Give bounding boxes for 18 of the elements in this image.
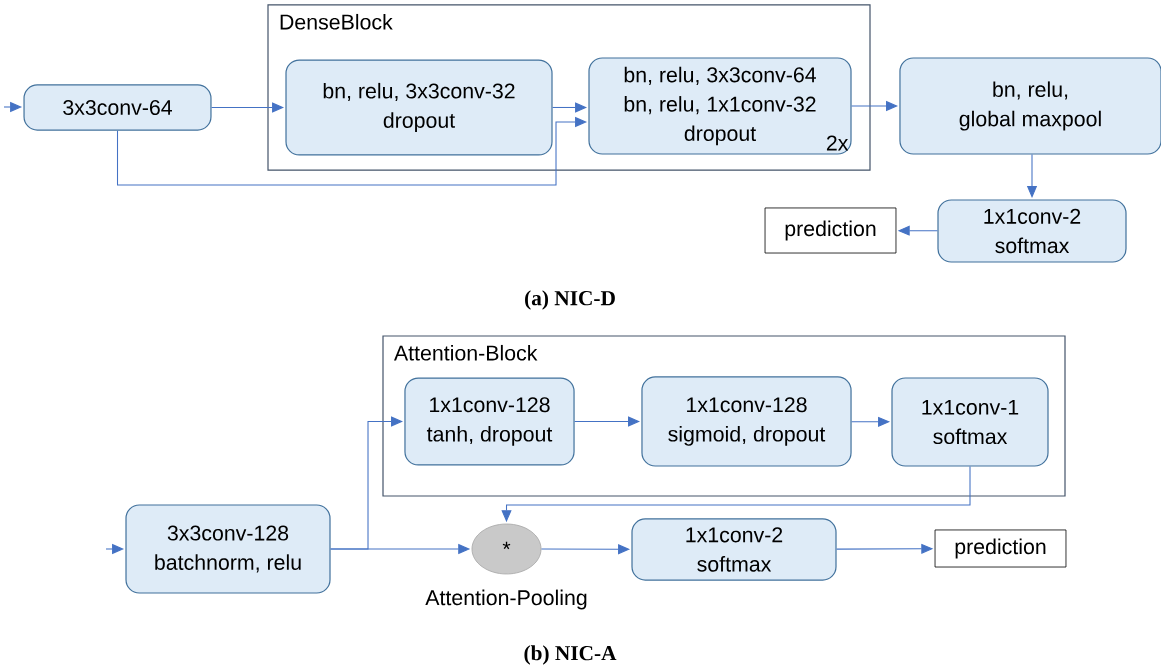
arrow: [574, 416, 640, 427]
process-box: 1x1conv-2 softmax: [937, 199, 1127, 263]
process-box: 1x1conv-128 sigmoid, dropout: [641, 376, 852, 467]
output-box: prediction: [764, 207, 897, 254]
process-box: 3x3conv-64: [23, 84, 212, 131]
process-box: bn, relu, global maxpool: [899, 57, 1161, 155]
process-box: 1x1conv-1 softmax: [891, 377, 1049, 467]
output-box: prediction: [934, 529, 1067, 568]
process-box: 1x1conv-2 softmax: [631, 518, 837, 581]
process-box: bn, relu, 3x3conv-32 dropout: [285, 59, 553, 156]
process-box: 1x1conv-128 tanh, dropout: [404, 377, 575, 466]
node-caption: Attention-Pooling: [425, 589, 587, 610]
process-box: 3x3conv-128 batchnorm, relu: [125, 504, 331, 594]
block-title: DenseBlock: [280, 13, 393, 30]
subfigure-caption: (a) NIC-D: [525, 290, 615, 310]
block-title: Attention-Block: [394, 344, 538, 361]
repeat-count: 2x: [826, 135, 849, 151]
subfigure-caption: (b) NIC-A: [524, 645, 617, 665]
